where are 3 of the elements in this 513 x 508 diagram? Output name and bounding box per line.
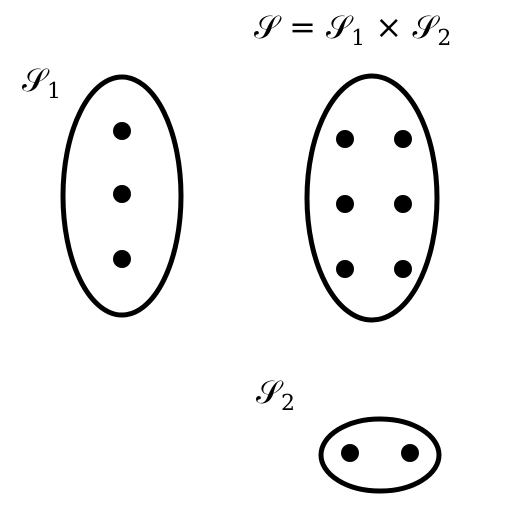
set-label: 𝒮$_{2}$ <box>256 376 295 415</box>
set-label: 𝒮$_{1}$ <box>22 64 61 103</box>
set-label: 𝒮 = 𝒮$_{1}$ × 𝒮$_{2}$ <box>254 11 452 50</box>
